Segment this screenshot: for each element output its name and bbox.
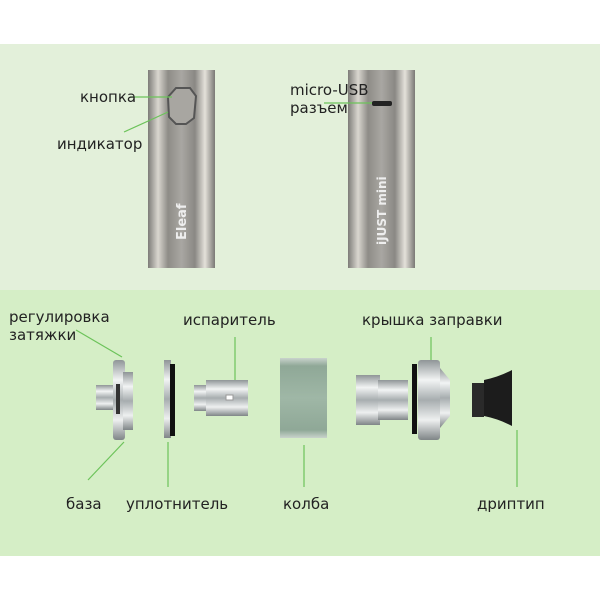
battery-panel: [0, 44, 600, 290]
eleaf-logo: Eleaf: [175, 203, 190, 240]
base-part: [96, 360, 133, 440]
battery-front: Eleaf: [148, 70, 215, 268]
label-glass: колба: [283, 495, 330, 513]
drip-tip-part: [472, 370, 512, 426]
label-button: кнопка: [80, 88, 137, 106]
leader-lines: [75, 96, 518, 487]
label-airflow-line1: регулировка: [9, 308, 110, 326]
label-top-cap: крышка заправки: [362, 311, 503, 329]
label-coil: испаритель: [183, 311, 276, 329]
label-indicator: индикатор: [57, 135, 143, 153]
coil-part: [194, 380, 248, 416]
top-cap-part: [356, 360, 450, 440]
micro-usb-port: [372, 101, 392, 106]
label-base: база: [66, 495, 102, 513]
ijust-mini-logo: iJUST mini: [375, 176, 389, 245]
label-usb-line2: разъем: [290, 99, 348, 117]
battery-back: iJUST mini: [348, 70, 415, 268]
label-drip-tip: дриптип: [477, 495, 545, 513]
label-usb-line1: micro-USB: [290, 81, 369, 99]
seal-part: [164, 360, 175, 438]
label-seal: уплотнитель: [126, 495, 229, 513]
label-airflow-line2: затяжки: [9, 326, 77, 344]
fire-button[interactable]: [166, 87, 198, 125]
glass-part: [280, 358, 327, 438]
